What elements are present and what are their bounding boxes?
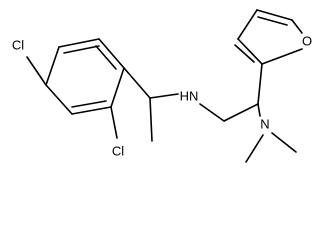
chlorine-para-label: Cl <box>12 38 24 53</box>
bond-ch-n <box>257 103 261 117</box>
furan-oxygen-label: O <box>302 34 312 49</box>
molecule-structure: Cl Cl HN O N <box>12 9 312 163</box>
bond-n-methyl-left <box>245 134 264 163</box>
bond-ring-ch <box>123 67 151 99</box>
bond-ring-cl-para <box>26 56 47 86</box>
furan-ring <box>234 9 303 65</box>
dimethylamine-n-label: N <box>260 117 269 132</box>
bond-ch-methyl <box>149 97 153 142</box>
bond-n-methyl-right <box>271 132 297 153</box>
bond-ch-nh <box>149 93 179 99</box>
dichlorophenyl-ring <box>45 38 125 115</box>
bond-nh-ch2 <box>199 103 225 122</box>
bond-ring-cl-ortho <box>110 106 118 139</box>
amine-nh-label: HN <box>180 89 199 104</box>
bond-ch-furan <box>257 63 263 105</box>
chlorine-ortho-label: Cl <box>112 144 124 159</box>
bond-ch2-ch <box>223 103 259 122</box>
